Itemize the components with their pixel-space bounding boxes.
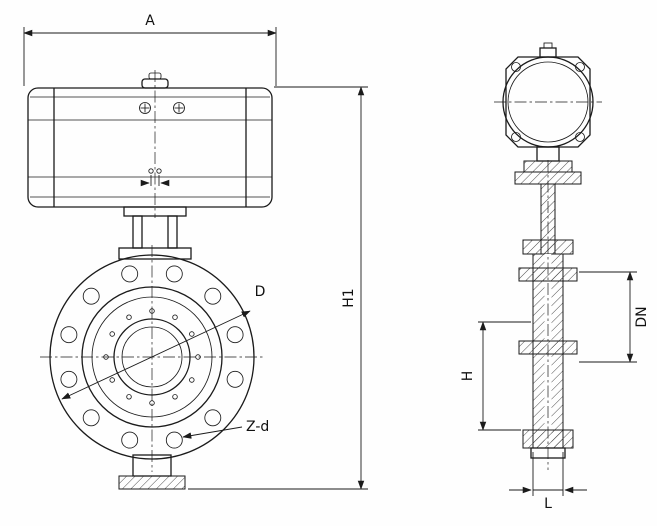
valve-flange-front — [40, 245, 264, 472]
actuator-screw-right — [173, 102, 185, 114]
dim-label-l: L — [544, 496, 552, 512]
dimension-d: D — [61, 284, 266, 400]
front-view: A H1 D Z-d — [23, 13, 368, 490]
dimension-dn: DN — [579, 271, 650, 363]
dimension-h: H — [460, 321, 531, 431]
dimension-h1: H1 — [188, 86, 368, 490]
actuator-centre-ports — [140, 168, 170, 187]
mounting-bracket — [118, 206, 192, 260]
valve-body-side — [518, 160, 578, 470]
side-view: DN H L — [460, 42, 650, 512]
actuator-screw-left — [139, 102, 151, 114]
dim-label-dn: DN — [634, 306, 650, 327]
dim-label-h: H — [460, 371, 476, 382]
dim-label-d: D — [255, 284, 266, 300]
annotation-zd: Z-d — [182, 419, 269, 439]
dim-label-a: A — [145, 13, 155, 29]
dim-label-zd: Z-d — [246, 419, 269, 435]
valve-bottom-foot — [118, 454, 186, 490]
dim-label-h1: H1 — [341, 288, 357, 307]
actuator-front — [27, 70, 273, 218]
dimension-a: A — [23, 13, 277, 86]
actuator-side — [494, 42, 602, 148]
dimension-l: L — [509, 452, 587, 512]
